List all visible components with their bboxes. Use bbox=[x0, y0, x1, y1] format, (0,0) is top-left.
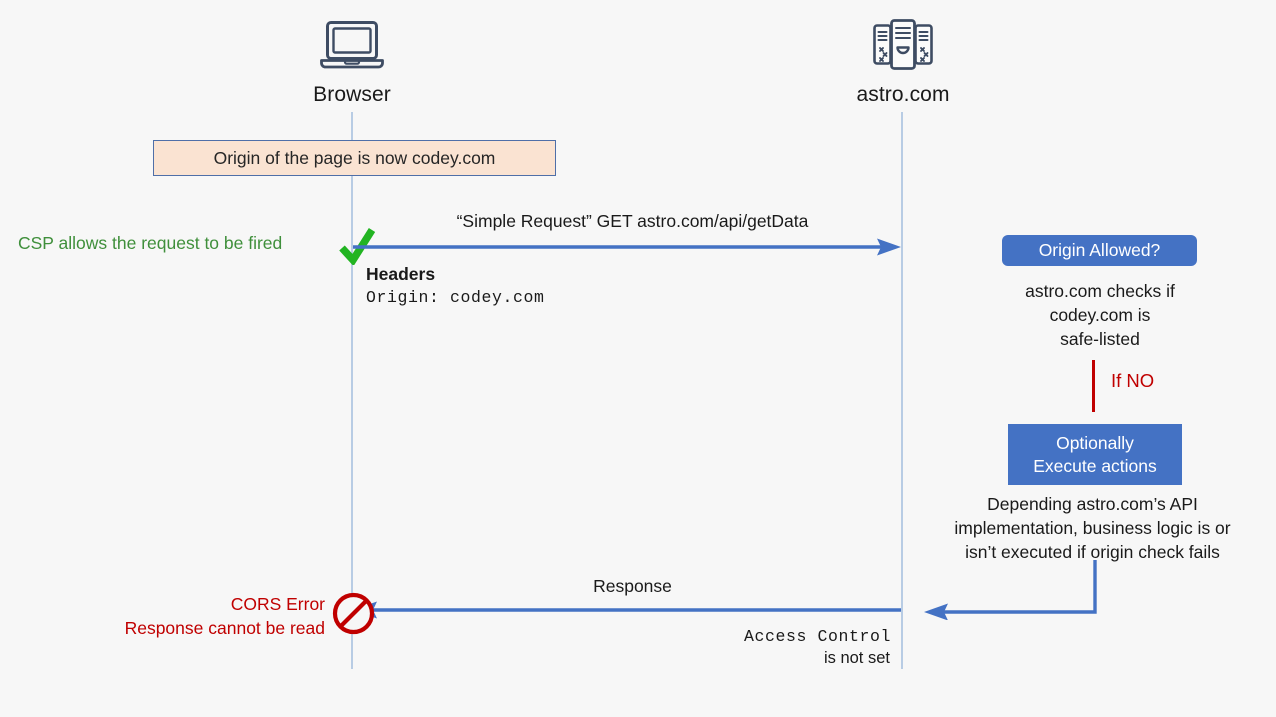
no-entry-icon bbox=[331, 591, 376, 636]
headers-origin-value: Origin: codey.com bbox=[366, 288, 545, 307]
origin-banner: Origin of the page is now codey.com bbox=[153, 140, 556, 176]
origin-allowed-box[interactable]: Origin Allowed? bbox=[1002, 235, 1197, 266]
cors-error-line-1: CORS Error bbox=[230, 594, 325, 614]
cors-error-note: CORS Error Response cannot be read bbox=[20, 592, 325, 640]
depending-note-text: Depending astro.com’s API implementation… bbox=[954, 494, 1231, 562]
green-check-icon bbox=[339, 227, 376, 267]
csp-allows-note: CSP allows the request to be fired bbox=[18, 233, 283, 253]
access-control-mono-text: Access Control bbox=[744, 627, 892, 646]
headers-title: Headers bbox=[366, 264, 436, 284]
origin-check-note-text: astro.com checks if codey.com is safe-li… bbox=[1025, 281, 1175, 349]
response-label: Response bbox=[593, 576, 672, 596]
server-rack-icon bbox=[793, 14, 1013, 76]
actor-astro: astro.com bbox=[793, 14, 1013, 107]
lifeline-astro bbox=[901, 112, 903, 669]
arrow-right-icon bbox=[353, 238, 901, 256]
cors-error-line-2: Response cannot be read bbox=[124, 618, 325, 638]
laptop-icon bbox=[242, 14, 462, 76]
if-no-label: If NO bbox=[1111, 370, 1155, 391]
actor-browser: Browser bbox=[242, 14, 462, 107]
access-control-tail-text: is not set bbox=[823, 649, 890, 667]
origin-allowed-label: Origin Allowed? bbox=[1038, 240, 1161, 260]
actor-label-browser: Browser bbox=[313, 83, 391, 106]
if-no-connector-line bbox=[1092, 360, 1095, 412]
origin-check-note: astro.com checks if codey.com is safe-li… bbox=[960, 279, 1240, 351]
actor-label-astro: astro.com bbox=[856, 83, 950, 106]
execute-line-2: Execute actions bbox=[1033, 455, 1157, 476]
arrow-left-icon bbox=[353, 601, 901, 619]
lifeline-browser bbox=[351, 112, 353, 669]
request-label: “Simple Request” GET astro.com/api/getDa… bbox=[456, 211, 809, 231]
depending-note: Depending astro.com’s API implementation… bbox=[920, 492, 1265, 564]
elbow-arrow-left-icon bbox=[920, 560, 1110, 621]
origin-banner-text: Origin of the page is now codey.com bbox=[213, 147, 496, 168]
execute-line-1: Optionally bbox=[1056, 432, 1134, 453]
optionally-execute-box[interactable]: Optionally Execute actions bbox=[1008, 424, 1182, 485]
